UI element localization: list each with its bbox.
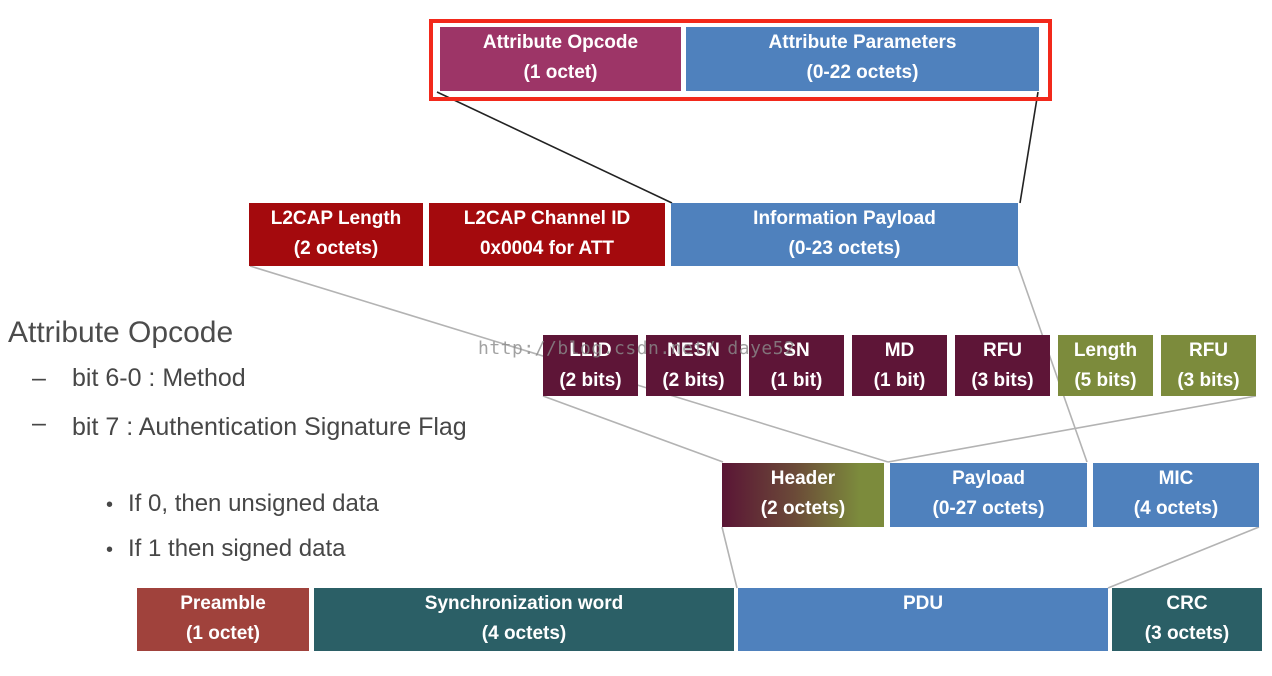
connector-att-to-l2cap-right xyxy=(1019,91,1039,204)
box-l2cap-length: L2CAP Length (2 octets) xyxy=(249,203,423,266)
highlight-frame xyxy=(429,19,1052,101)
box-label: MD xyxy=(884,340,915,361)
box-attribute-opcode: Attribute Opcode (1 octet) xyxy=(440,27,681,91)
note-text: bit 7 : Authentication Signature Flag xyxy=(72,413,467,441)
box-sublabel: (5 bits) xyxy=(1074,370,1137,391)
note-if0: • If 0, then unsigned data xyxy=(106,490,379,518)
box-rfu-length: RFU (3 bits) xyxy=(1161,335,1256,396)
box-sublabel: (4 octets) xyxy=(1133,498,1219,519)
box-label: Header xyxy=(770,468,836,489)
box-label: Attribute Parameters xyxy=(768,32,957,53)
box-header: Header (2 octets) xyxy=(722,463,884,527)
box-sublabel: 0x0004 for ATT xyxy=(479,238,615,259)
box-sublabel: (3 bits) xyxy=(971,370,1034,391)
watermark: http://blog.csdn.net/ daye52 xyxy=(478,338,796,359)
box-sublabel: (3 octets) xyxy=(1144,623,1230,644)
dash-marker: – xyxy=(32,409,46,437)
note-bit6-0: –bit 6-0 : Method xyxy=(32,364,246,393)
box-crc: CRC (3 octets) xyxy=(1112,588,1262,651)
box-pdu: PDU xyxy=(738,588,1108,651)
box-label: Information Payload xyxy=(753,208,936,229)
connector-att-to-l2cap-left xyxy=(436,91,673,204)
box-sublabel: (2 octets) xyxy=(293,238,379,259)
box-preamble: Preamble (1 octet) xyxy=(137,588,309,651)
box-md: MD (1 bit) xyxy=(852,335,947,396)
note-text: If 0, then unsigned data xyxy=(128,490,379,517)
note-text: If 1 then signed data xyxy=(128,535,346,562)
box-sublabel: (1 octet) xyxy=(186,623,260,644)
box-l2cap-channel-id: L2CAP Channel ID 0x0004 for ATT xyxy=(429,203,665,266)
box-sublabel: (1 bit) xyxy=(770,370,823,391)
box-sublabel: (3 bits) xyxy=(1177,370,1240,391)
box-sublabel: (2 bits) xyxy=(662,370,725,391)
box-label: Length xyxy=(1073,340,1138,361)
dash-marker: – xyxy=(32,364,46,392)
connector-fields-to-pdu-right xyxy=(1107,526,1260,589)
box-rfu-header: RFU (3 bits) xyxy=(955,335,1050,396)
box-sublabel: (2 bits) xyxy=(559,370,622,391)
box-label: L2CAP Channel ID xyxy=(463,208,631,229)
box-sublabel: (4 octets) xyxy=(481,623,567,644)
note-if1: • If 1 then signed data xyxy=(106,535,346,563)
box-mic: MIC (4 octets) xyxy=(1093,463,1259,527)
box-information-payload: Information Payload (0-23 octets) xyxy=(671,203,1018,266)
bullet-marker: • xyxy=(106,539,114,561)
box-label: RFU xyxy=(1188,340,1229,361)
box-label: L2CAP Length xyxy=(270,208,402,229)
box-label: Attribute Opcode xyxy=(482,32,639,53)
bullet-marker: • xyxy=(106,494,114,516)
note-text: bit 6-0 : Method xyxy=(72,364,246,392)
box-sublabel: (1 bit) xyxy=(873,370,926,391)
box-label: Preamble xyxy=(180,593,266,614)
box-sublabel: (0-23 octets) xyxy=(788,238,901,259)
box-sublabel: (2 octets) xyxy=(760,498,846,519)
notes-heading: Attribute Opcode xyxy=(8,316,234,349)
box-label: MIC xyxy=(1158,468,1194,489)
box-sublabel: (0-22 octets) xyxy=(806,62,919,83)
box-payload: Payload (0-27 octets) xyxy=(890,463,1087,527)
box-label: CRC xyxy=(1166,593,1208,614)
connector-fields-to-pdu-left xyxy=(721,526,738,589)
box-label: PDU xyxy=(902,593,944,614)
box-sync-word: Synchronization word (4 octets) xyxy=(314,588,734,651)
box-length-bits: Length (5 bits) xyxy=(1058,335,1153,396)
box-sublabel: (0-27 octets) xyxy=(932,498,1045,519)
box-attribute-parameters: Attribute Parameters (0-22 octets) xyxy=(686,27,1039,91)
connector-bits-to-header-right xyxy=(887,395,1257,463)
box-label: Synchronization word xyxy=(424,593,624,614)
box-label: RFU xyxy=(982,340,1023,361)
box-sublabel: (1 octet) xyxy=(523,62,598,83)
box-label: Payload xyxy=(952,468,1025,489)
connector-bits-to-header-left xyxy=(542,395,724,463)
note-bit7: –bit 7 : Authentication Signature Flag xyxy=(32,409,504,446)
